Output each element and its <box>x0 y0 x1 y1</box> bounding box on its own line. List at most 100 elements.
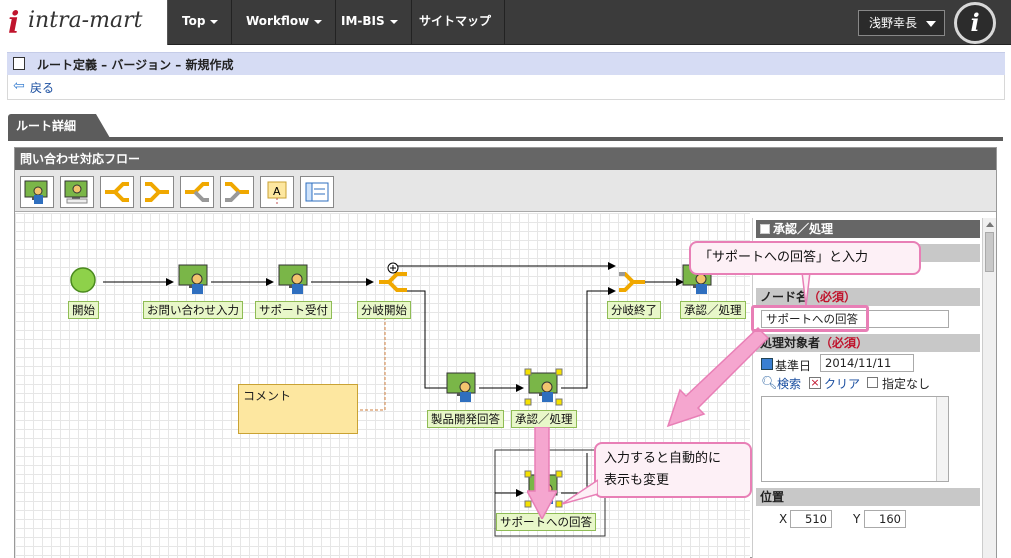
target-section: 処理対象者（必須） <box>756 334 980 352</box>
target-label: 処理対象者 <box>760 336 821 350</box>
selection-handles-icon <box>524 368 563 406</box>
branch-start-gray-icon <box>185 182 209 202</box>
back-arrow-icon[interactable]: ⇦ <box>13 78 25 94</box>
scroll-up-icon[interactable] <box>986 222 994 227</box>
branch-end-gray-icon <box>225 182 249 202</box>
nav-im-bis[interactable]: IM-BIS <box>328 0 412 45</box>
user-node-icon <box>178 264 208 294</box>
user-node-icon <box>24 180 48 204</box>
container-tool[interactable] <box>300 176 334 208</box>
node-label-approve-2[interactable]: 承認／処理 <box>511 410 577 428</box>
container-tool-icon <box>305 182 329 202</box>
down-arrow-icon <box>527 427 557 519</box>
props-section-title: 承認／処理 <box>773 222 834 236</box>
diagonal-arrow-icon <box>666 326 770 428</box>
header-bar: i intra-mart Top Workflow IM-BIS サイトマップ … <box>0 0 1011 45</box>
page-title: ルート定義 – バージョン – 新規作成 <box>37 58 234 72</box>
x-label: X <box>779 512 788 526</box>
node-name-section: ノード名（必須） <box>756 288 980 306</box>
callout-auto-hint: 入力すると自動的に 表示も変更 <box>594 442 752 498</box>
nav-sitemap-label: サイトマップ <box>419 14 492 28</box>
node-name-input[interactable]: サポートへの回答 <box>761 310 949 328</box>
node-label-product-dev[interactable]: 製品開発回答 <box>427 410 504 428</box>
flow-panel: 問い合わせ対応フロー <box>14 147 997 558</box>
user-node-icon <box>278 264 308 294</box>
clear-link[interactable]: クリア <box>824 377 861 391</box>
chevron-down-icon <box>926 21 936 27</box>
callout-auto-hint-line2: 表示も変更 <box>604 473 670 488</box>
flow-toolbar: A <box>15 170 996 212</box>
input-highlight <box>751 305 869 332</box>
chevron-down-icon <box>210 19 219 24</box>
nav-top[interactable]: Top <box>169 0 233 45</box>
logo-text: intra-mart <box>28 8 143 33</box>
comment-box[interactable]: コメント <box>238 384 358 434</box>
search-link[interactable]: 検索 <box>777 377 802 391</box>
user-name: 浅野幸長 <box>869 16 918 30</box>
back-bar: ⇦ 戻る <box>7 75 1005 100</box>
search-icon[interactable]: 🔍︎ <box>761 376 778 391</box>
chevron-down-icon <box>314 19 323 24</box>
base-date-label: 基準日 <box>775 359 812 373</box>
props-scrollbar[interactable] <box>982 218 996 558</box>
branch-start-tool[interactable] <box>100 176 134 208</box>
node-label-approve-1[interactable]: 承認／処理 <box>680 301 746 319</box>
callout-pointer-left-icon <box>562 479 598 505</box>
user-node-tool[interactable] <box>20 176 54 208</box>
nav-im-bis-label: IM-BIS <box>341 14 385 28</box>
user-node-icon <box>528 372 558 402</box>
callout-pointer-icon <box>801 272 811 306</box>
nav-workflow-label: Workflow <box>246 14 310 28</box>
x-input[interactable]: 510 <box>790 510 832 528</box>
y-input[interactable]: 160 <box>864 510 906 528</box>
props-section-header[interactable]: 承認／処理 <box>756 220 980 238</box>
none-checkbox[interactable] <box>867 377 878 388</box>
tab-edge <box>96 114 110 138</box>
callout-input-hint: 「サポートへの回答」と入力 <box>689 241 921 275</box>
selection-handles-icon <box>524 470 563 508</box>
back-link[interactable]: 戻る <box>30 81 55 95</box>
intra-mart-logo[interactable]: i intra-mart <box>0 0 168 45</box>
nav-sitemap[interactable]: サイトマップ <box>406 0 506 45</box>
tab-route-detail[interactable]: ルート詳細 <box>8 114 96 138</box>
flow-canvas[interactable]: 開始 お問い合わせ入力 サポート受付 分岐開始 分岐終了 承認／処理 製品開発回… <box>15 213 750 558</box>
y-label: Y <box>853 512 861 526</box>
none-label: 指定なし <box>882 377 931 391</box>
scroll-thumb[interactable] <box>985 232 994 272</box>
position-section: 位置 <box>756 488 980 506</box>
branch-start-icon <box>105 182 129 202</box>
node-label-branch-start[interactable]: 分岐開始 <box>357 301 411 319</box>
branch-start-icon <box>379 262 407 292</box>
logo-mark: i <box>8 6 20 41</box>
start-node-icon <box>70 267 96 293</box>
nav-top-label: Top <box>182 14 206 28</box>
branch-start-gray-tool[interactable] <box>180 176 214 208</box>
user-node-icon <box>446 372 476 402</box>
branch-end-gray-tool[interactable] <box>220 176 254 208</box>
node-label-inquiry-input[interactable]: お問い合わせ入力 <box>143 301 243 319</box>
comment-tool[interactable]: A <box>260 176 294 208</box>
tab-underline <box>8 137 1003 141</box>
branch-end-tool[interactable] <box>140 176 174 208</box>
branch-end-icon <box>145 182 169 202</box>
user-menu-button[interactable]: 浅野幸長 <box>858 10 945 36</box>
node-label-support-receive[interactable]: サポート受付 <box>255 301 332 319</box>
node-label-start[interactable]: 開始 <box>68 301 99 319</box>
target-list-scrollbar[interactable] <box>936 397 948 481</box>
approve-node-tool[interactable] <box>60 176 94 208</box>
flow-panel-title: 問い合わせ対応フロー <box>15 148 996 170</box>
base-date-input[interactable]: 2014/11/11 <box>820 354 914 372</box>
nav-workflow[interactable]: Workflow <box>233 0 337 45</box>
node-label-branch-end[interactable]: 分岐終了 <box>607 301 661 319</box>
page-title-bar: ルート定義 – バージョン – 新規作成 <box>7 52 1005 75</box>
node-label-support-answer[interactable]: サポートへの回答 <box>496 513 596 531</box>
collapse-icon[interactable] <box>760 224 770 234</box>
comment-tool-glyph: A <box>273 185 281 198</box>
node-name-label: ノード名 <box>760 290 809 304</box>
calendar-icon[interactable] <box>761 358 773 370</box>
clear-icon[interactable]: × <box>809 376 821 389</box>
required-mark: （必須） <box>808 290 857 304</box>
branch-end-icon <box>619 272 645 292</box>
comment-tool-icon: A <box>267 181 287 204</box>
target-list[interactable] <box>761 396 949 482</box>
